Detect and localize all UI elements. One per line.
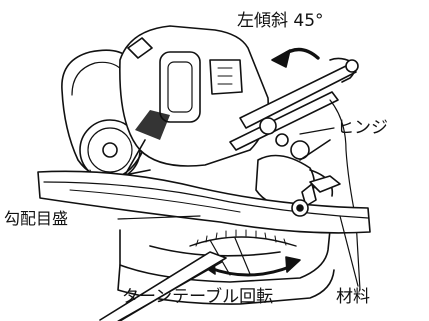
label-left-tilt-45: 左傾斜 45°	[237, 11, 324, 31]
tilt-arrow-icon	[271, 47, 320, 68]
label-hinge: ヒンジ	[337, 118, 388, 138]
leader-lines	[117, 127, 359, 287]
label-bevel-scale: 勾配目盛	[4, 209, 69, 228]
label-turntable-rotation: ターンテーブル回転	[122, 287, 274, 307]
bevel-scale	[189, 229, 297, 247]
clamp-knob	[291, 175, 341, 217]
hinge-assembly	[255, 117, 334, 208]
workpiece-board	[37, 170, 371, 234]
motor-housing	[119, 25, 269, 176]
front-arm	[99, 251, 227, 321]
label-workpiece: 材料	[336, 287, 370, 307]
slide-rails	[229, 57, 361, 291]
